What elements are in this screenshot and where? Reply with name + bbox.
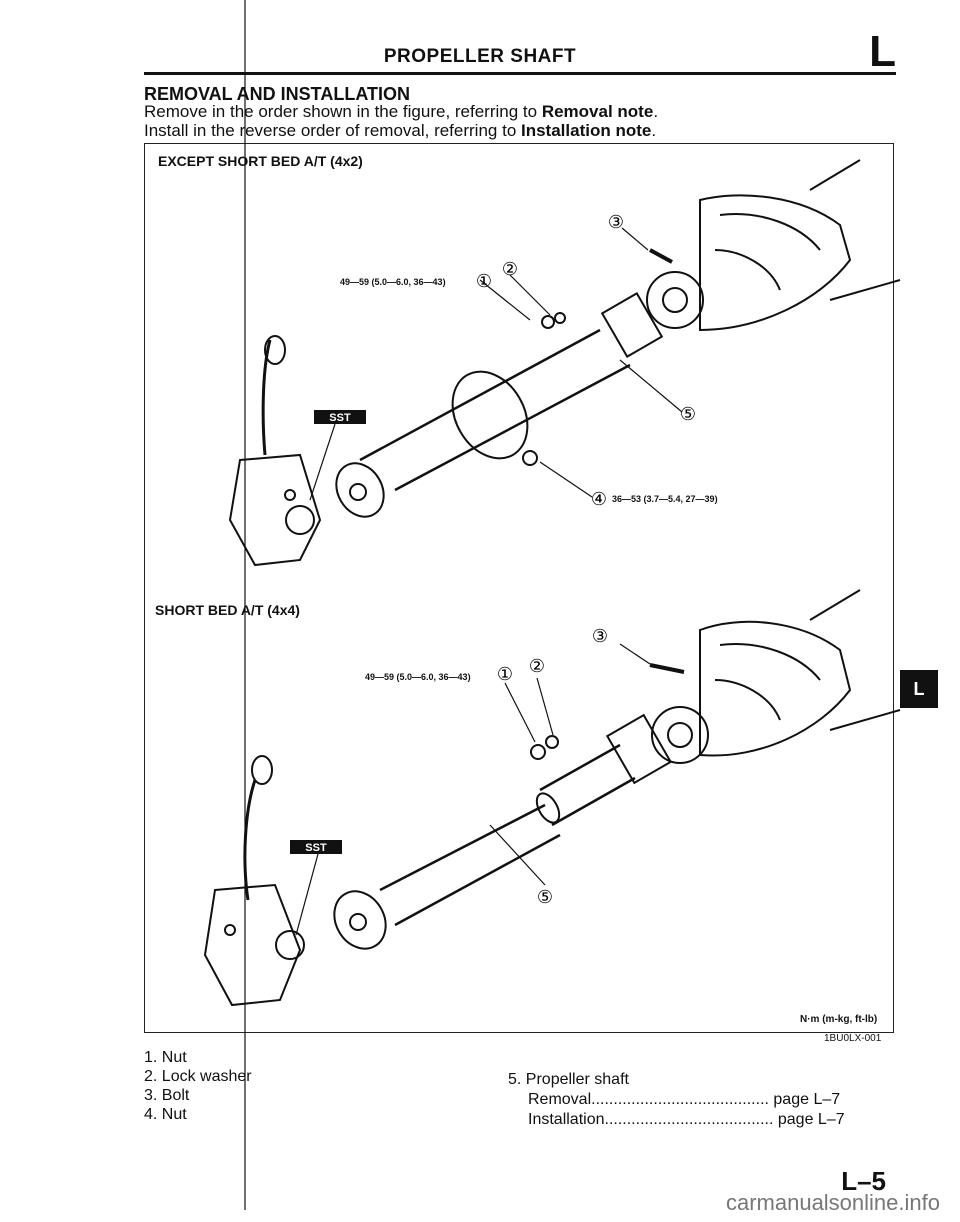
torque-spec-nut-4: 36—53 (3.7—5.4, 27—39)	[612, 494, 718, 504]
slip-yoke-top	[335, 462, 385, 518]
callout-5-top: ⑤	[680, 404, 696, 424]
differential-housing-top	[699, 194, 852, 332]
part-item-3: 3. Bolt	[144, 1087, 190, 1104]
sst-box-top	[314, 410, 366, 424]
installation-instruction: Install in the reverse order of removal,…	[144, 121, 656, 141]
transmission-top	[228, 453, 322, 567]
nut-1-bottom	[530, 744, 546, 760]
removal-instruction-end: .	[653, 102, 659, 121]
ref-removal-dots: ........................................	[591, 1091, 769, 1108]
center-bearing-top	[451, 370, 529, 460]
section-letter: L	[869, 27, 896, 76]
slip-yoke-bottom	[333, 890, 387, 950]
removal-note-ref: Removal note	[541, 102, 654, 121]
page-title: PROPELLER SHAFT	[383, 46, 577, 67]
page-number: L–5	[841, 1166, 886, 1196]
callout-2-top: ②	[502, 259, 518, 279]
watermark: carmanualsonline.info	[725, 1190, 940, 1215]
figure-frame	[144, 143, 894, 1033]
installation-instruction-text: Install in the reverse order of removal,…	[144, 121, 521, 140]
removal-instruction: Remove in the order shown in the figure,…	[144, 102, 658, 122]
ref-removal: Removal.................................…	[528, 1090, 840, 1110]
part-item-4: 4. Nut	[144, 1106, 187, 1123]
header-rule	[144, 72, 896, 75]
section-title: REMOVAL AND INSTALLATION	[144, 84, 410, 104]
section-tab: L	[900, 670, 938, 708]
ref-installation-dots: ......................................	[604, 1111, 774, 1128]
variant-label-4x4: SHORT BED A/T (4x4)	[155, 602, 300, 618]
torque-spec-nut-1-bottom: 49—59 (5.0—6.0, 36—43)	[365, 672, 471, 682]
ref-removal-page: page L–7	[773, 1091, 841, 1108]
callout-3-top: ③	[608, 212, 624, 232]
part-item-5: 5. Propeller shaft	[508, 1071, 629, 1088]
sst-label-top: SST	[329, 412, 351, 424]
transmission-bottom	[203, 883, 302, 1007]
callout-1-top: ①	[476, 271, 492, 291]
companion-flange-top	[646, 271, 704, 329]
ref-installation-page: page L–7	[777, 1111, 845, 1128]
callout-3-bottom: ③	[592, 626, 608, 646]
torque-spec-nut-1-top: 49—59 (5.0—6.0, 36—43)	[340, 277, 446, 287]
installation-instruction-end: .	[651, 121, 657, 140]
rear-yoke-top	[600, 291, 664, 359]
lock-washer-bottom	[545, 735, 559, 749]
ref-installation-label: Installation	[528, 1111, 605, 1128]
variant-label-4x2: EXCEPT SHORT BED A/T (4x2)	[158, 153, 363, 169]
ref-removal-label: Removal	[528, 1091, 592, 1108]
part-item-1: 1. Nut	[144, 1049, 187, 1066]
companion-flange-bottom	[651, 706, 709, 764]
callout-5-bottom: ⑤	[537, 887, 553, 907]
sst-label-bottom: SST	[305, 842, 327, 854]
section-tab-label: L	[913, 679, 925, 699]
sst-box-bottom	[290, 840, 342, 854]
figure-code: 1BU0LX-001	[824, 1033, 882, 1044]
torque-units: N·m (m-kg, ft-lb)	[800, 1014, 878, 1025]
ref-installation: Installation............................…	[528, 1110, 845, 1130]
rear-yoke-bottom	[605, 713, 673, 785]
lock-washer-top	[554, 312, 566, 324]
nut-4-top	[522, 450, 538, 466]
callout-4-top: ④	[591, 489, 607, 509]
nut-1-top	[541, 315, 555, 329]
installation-note-ref: Installation note	[521, 121, 652, 140]
part-item-2: 2. Lock washer	[144, 1068, 252, 1085]
callout-1-bottom: ①	[497, 664, 513, 684]
differential-housing-bottom	[699, 620, 852, 757]
callout-2-bottom: ②	[529, 656, 545, 676]
removal-instruction-text: Remove in the order shown in the figure,…	[144, 102, 542, 121]
